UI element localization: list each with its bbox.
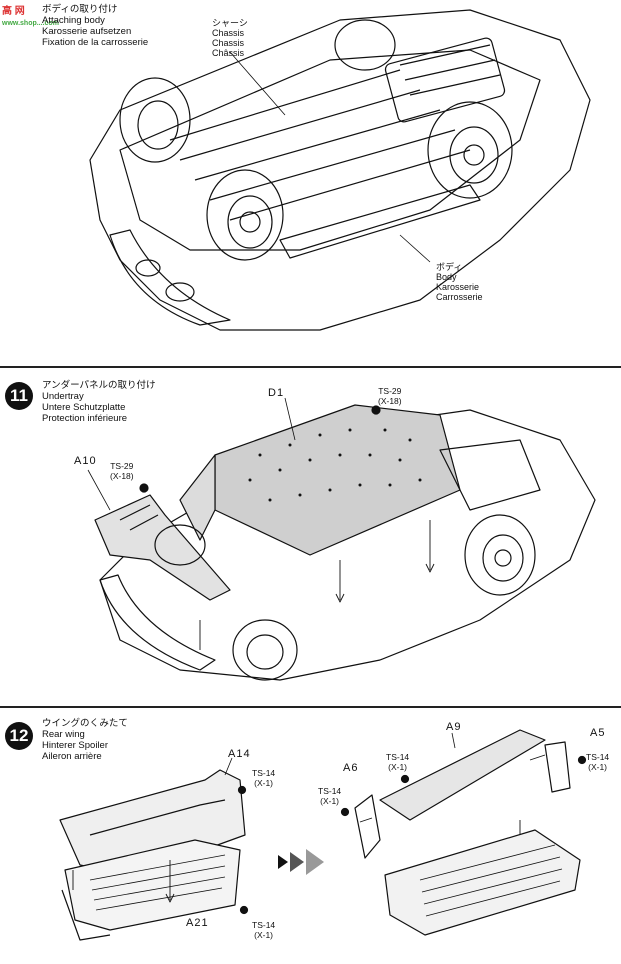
separator-step11-12 xyxy=(0,706,621,708)
body-outline xyxy=(89,9,591,331)
body-label-jp: ボディ xyxy=(436,262,463,272)
direction-arrow xyxy=(278,849,324,875)
wheel-rear-left xyxy=(206,169,284,261)
step12-title-fr: Aileron arrière xyxy=(42,751,102,762)
watermark-text: 高 网 xyxy=(2,6,25,17)
screw-ts14-a21-name: TS-14 xyxy=(252,920,276,930)
step11-title: アンダーパネルの取り付け Undertray Untere Schutzplat… xyxy=(42,380,156,424)
step11-title-jp: アンダーパネルの取り付け xyxy=(42,380,156,391)
wheel-front-left xyxy=(119,77,191,163)
part-label-a5: A5 xyxy=(590,727,606,739)
chassis-label-fr: Châssis xyxy=(212,48,245,58)
wheel-rear-step11 xyxy=(464,514,536,596)
body-label-fr: Carrosserie xyxy=(436,292,483,302)
step10-title-jp: ボディの取り付け xyxy=(42,4,118,15)
part-label-a6: A6 xyxy=(343,762,359,774)
wheel-front-right xyxy=(334,19,396,71)
side-skirt xyxy=(279,184,481,259)
endplate-a5 xyxy=(544,741,571,793)
step11-title-fr: Protection inférieure xyxy=(42,413,128,424)
screw-ts29-top-name: TS-29 xyxy=(378,386,402,396)
chassis-label-de: Chassis xyxy=(212,38,245,48)
step11-number-text: 11 xyxy=(10,386,28,405)
step10-title-de: Karosserie aufsetzen xyxy=(42,26,132,37)
screw-ts14-a21: TS-14 (X-1) xyxy=(252,920,275,940)
wing-part-a21 xyxy=(64,839,241,931)
chassis-label-en: Chassis xyxy=(212,28,245,38)
step10-title-fr: Fixation de la carrosserie xyxy=(42,37,149,48)
watermark: 高 网 www.shop....com xyxy=(2,2,59,28)
screw-ts14-a6-qty: (X-1) xyxy=(320,796,340,806)
undertray-d1 xyxy=(214,404,461,556)
step11-title-en: Undertray xyxy=(42,391,84,402)
step11-number: 11 xyxy=(5,382,33,410)
screw-ts14-a9-name: TS-14 xyxy=(386,752,410,762)
body-label-en: Body xyxy=(436,272,457,282)
screw-ts14-a14-qty: (X-1) xyxy=(254,778,274,788)
body-label: ボディ Body Karosserie Carrosserie xyxy=(436,262,483,302)
step10-title-en: Attaching body xyxy=(42,15,105,26)
screw-ts29-top: TS-29 (X-18) xyxy=(378,386,402,406)
step12-number-text: 12 xyxy=(9,726,29,745)
part-label-d1: D1 xyxy=(268,387,285,399)
endplate-a6 xyxy=(354,794,381,859)
step11-title-de: Untere Schutzplatte xyxy=(42,402,126,413)
step12-title-jp: ウイングのくみたて xyxy=(42,718,128,729)
wing-a10 xyxy=(94,494,231,601)
screw-ts29-left-name: TS-29 xyxy=(110,461,134,471)
front-bumper xyxy=(109,229,231,326)
screw-ts14-a14-name: TS-14 xyxy=(252,768,276,778)
screw-ts14-a5: TS-14 (X-1) xyxy=(586,752,609,772)
car-body-outline-step11 xyxy=(99,409,596,681)
screw-ts14-a6-name: TS-14 xyxy=(318,786,342,796)
part-label-a21: A21 xyxy=(186,917,209,929)
screw-ts29-left-qty: (X-18) xyxy=(110,471,134,481)
wing-assembly-base xyxy=(384,829,581,936)
part-label-a9: A9 xyxy=(446,721,462,733)
engine-block xyxy=(384,37,506,123)
part-label-a10: A10 xyxy=(74,455,97,467)
screw-ts14-a14: TS-14 (X-1) xyxy=(252,768,275,788)
screw-ts14-a5-qty: (X-1) xyxy=(588,762,608,772)
screw-ts14-a6: TS-14 (X-1) xyxy=(318,786,341,806)
step12-title-en: Rear wing xyxy=(42,729,85,740)
screw-ts14-a9-qty: (X-1) xyxy=(388,762,408,772)
watermark-url: www.shop....com xyxy=(2,20,59,27)
step12-number: 12 xyxy=(5,722,33,750)
chassis-label: シャーシ Chassis Chassis Châssis xyxy=(212,18,248,58)
step12-title: ウイングのくみたて Rear wing Hinterer Spoiler Ail… xyxy=(42,718,128,762)
screw-ts14-a9: TS-14 (X-1) xyxy=(386,752,409,772)
screw-ts29-left: TS-29 (X-18) xyxy=(110,461,134,481)
wheel-rear-right xyxy=(427,101,513,199)
wheel-front-step11 xyxy=(232,619,298,681)
chassis-plate xyxy=(119,49,541,251)
step12-title-de: Hinterer Spoiler xyxy=(42,740,108,751)
step10-title: ボディの取り付け Attaching body Karosserie aufse… xyxy=(42,4,148,48)
screw-ts14-a21-qty: (X-1) xyxy=(254,930,274,940)
body-label-de: Karosserie xyxy=(436,282,480,292)
screw-ts29-top-qty: (X-18) xyxy=(378,396,402,406)
chassis-label-jp: シャーシ xyxy=(212,18,248,28)
separator-step10-11 xyxy=(0,366,621,368)
wing-part-a14 xyxy=(59,769,246,876)
screw-ts14-a5-name: TS-14 xyxy=(586,752,610,762)
part-label-a14: A14 xyxy=(228,748,251,760)
wing-blade-a9 xyxy=(379,729,546,821)
